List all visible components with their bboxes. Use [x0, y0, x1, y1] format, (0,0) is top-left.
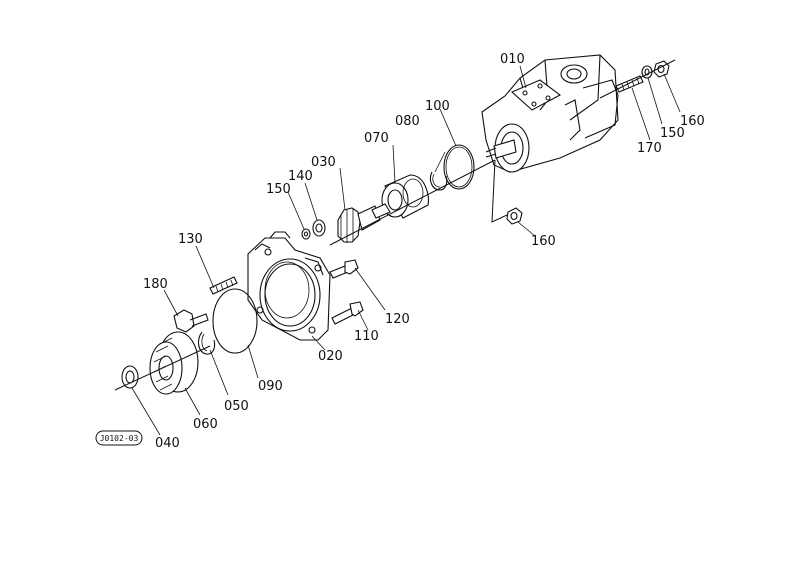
reference-code-text: J0102-03 [100, 434, 139, 443]
callout-030: 030 [311, 155, 336, 170]
callout-060: 060 [193, 417, 218, 432]
part-140-bushing [312, 219, 326, 237]
callout-090: 090 [258, 379, 283, 394]
callout-150-upper: 150 [660, 126, 685, 141]
reference-code-stamp: J0102-03 [95, 430, 143, 446]
part-050-snap-ring [197, 331, 216, 355]
callout-020: 020 [318, 349, 343, 364]
part-020-gear-case [247, 231, 331, 341]
part-180-plug [173, 309, 209, 333]
callout-170: 170 [637, 141, 662, 156]
callout-050: 050 [224, 399, 249, 414]
callout-140: 140 [288, 169, 313, 184]
callout-130: 130 [178, 232, 203, 247]
part-090-o-ring [212, 288, 258, 354]
callout-120: 120 [385, 312, 410, 327]
part-010-pump-body [481, 54, 619, 173]
part-120-bolt [329, 259, 359, 279]
part-110-bolt [331, 301, 364, 325]
callout-100: 100 [425, 99, 450, 114]
callout-040: 040 [155, 436, 180, 451]
part-030-gear-shaft [337, 203, 391, 243]
callout-080: 080 [395, 114, 420, 129]
callout-160-lower: 160 [531, 234, 556, 249]
callout-150-lower: 150 [266, 182, 291, 197]
part-160-nut-lower [506, 207, 523, 225]
callout-070: 070 [364, 131, 389, 146]
callout-160-upper: 160 [680, 114, 705, 129]
part-060-gear [149, 331, 199, 395]
part-150-washer-lower [301, 228, 311, 240]
part-040-seal [121, 365, 139, 389]
part-100-o-ring [443, 144, 475, 190]
part-080-snap-ring [429, 171, 448, 191]
callout-110: 110 [354, 329, 379, 344]
part-130-stud-bolt [209, 276, 238, 295]
callout-010: 010 [500, 52, 525, 67]
callout-180: 180 [143, 277, 168, 292]
